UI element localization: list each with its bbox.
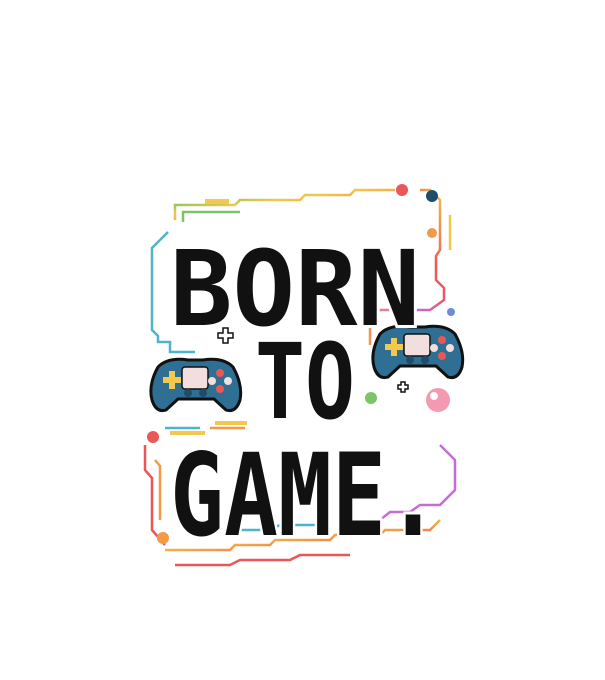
plus-icon (397, 381, 409, 393)
title-line-game: GAME. (170, 429, 440, 562)
circuit-frame (143, 188, 457, 567)
frame-nodes (147, 184, 455, 544)
title-line-born: BORN (170, 228, 420, 350)
gamepad-icon (149, 357, 243, 412)
gamepad-icon (371, 324, 465, 379)
title-line-to: TO (255, 321, 355, 443)
plus-icon (217, 327, 234, 344)
